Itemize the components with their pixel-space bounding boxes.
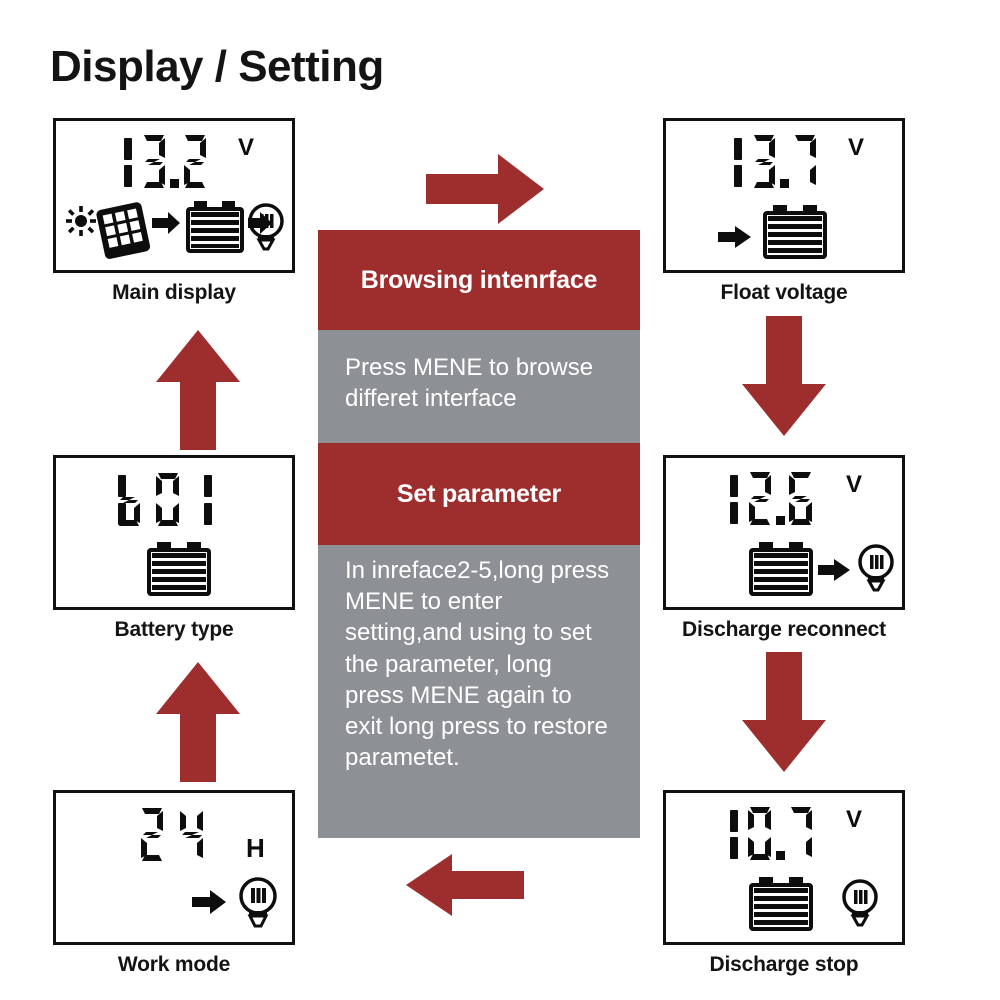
bulb-icon	[239, 877, 277, 928]
seven-segment-value	[124, 135, 206, 188]
screen-caption: Battery type	[114, 618, 234, 641]
screen-discharge-stop: V Discharge stop	[663, 790, 905, 976]
lcd-bezel	[53, 455, 295, 610]
center-info-panel: Browsing intenrface Press MENE to browse…	[318, 230, 640, 838]
lcd-readout	[112, 470, 232, 532]
lcd-unit: V	[848, 134, 865, 161]
lcd-bezel: V	[663, 118, 905, 273]
bulb-icon	[858, 544, 894, 592]
browsing-interface-body: Press MENE to browse differet interface	[318, 330, 640, 443]
bulb-icon	[842, 879, 878, 927]
lcd-bezel: H	[53, 790, 295, 945]
page-title: Display / Setting	[50, 42, 384, 91]
lcd-bezel: V	[663, 790, 905, 945]
arrow-left-upper-up	[156, 330, 240, 450]
lcd-bezel: V	[663, 455, 905, 610]
screen-discharge-reconnect: V Di	[663, 455, 905, 641]
lcd-bezel: V	[53, 118, 295, 273]
arrow-right-icon	[152, 212, 180, 234]
arrow-right-lower-down	[742, 652, 826, 772]
bulb-icon	[248, 203, 284, 251]
screen-caption: Float voltage	[720, 281, 848, 304]
battery-icon	[186, 201, 244, 253]
arrow-right-icon	[718, 226, 751, 248]
screen-battery-type: Battery type	[53, 455, 295, 641]
battery-icon	[147, 542, 211, 596]
seven-segment-value	[141, 808, 203, 861]
screen-caption: Work mode	[117, 953, 231, 976]
lcd-readout: V	[728, 132, 864, 194]
arrow-bottom-left	[406, 854, 524, 916]
sun-icon	[66, 206, 96, 236]
screen-caption: Discharge reconnect	[682, 618, 886, 641]
screen-float-voltage: V Float voltage	[663, 118, 905, 304]
seven-segment-value	[730, 472, 812, 525]
lcd-unit: H	[246, 833, 265, 863]
lcd-readout: V	[724, 804, 862, 866]
screen-caption: Main display	[112, 281, 236, 304]
seven-segment-value	[734, 135, 816, 188]
arrow-left-lower-up	[156, 662, 240, 782]
set-parameter-body: In inreface2-5,long press MENE to enter …	[318, 545, 640, 838]
battery-icon	[749, 542, 813, 596]
lcd-unit: V	[238, 134, 255, 161]
lcd-unit: V	[846, 806, 863, 833]
arrow-top-right	[426, 154, 544, 224]
lcd-readout: V	[724, 469, 862, 531]
lcd-readout	[136, 805, 226, 867]
set-parameter-header: Set parameter	[318, 443, 640, 545]
seven-segment-value	[118, 473, 212, 526]
browsing-interface-header: Browsing intenrface	[318, 230, 640, 330]
seven-segment-value	[730, 807, 812, 860]
battery-icon	[763, 205, 827, 259]
lcd-readout: V	[118, 132, 254, 194]
arrow-right-icon	[818, 559, 850, 581]
screen-work-mode: H Work mode	[53, 790, 295, 976]
screen-main-display: V	[53, 118, 295, 304]
arrow-right-icon	[192, 890, 226, 914]
battery-icon	[749, 877, 813, 931]
arrow-right-upper-down	[742, 316, 826, 436]
solar-panel-icon	[96, 202, 151, 259]
screen-caption: Discharge stop	[709, 953, 859, 976]
lcd-unit: V	[846, 471, 863, 498]
